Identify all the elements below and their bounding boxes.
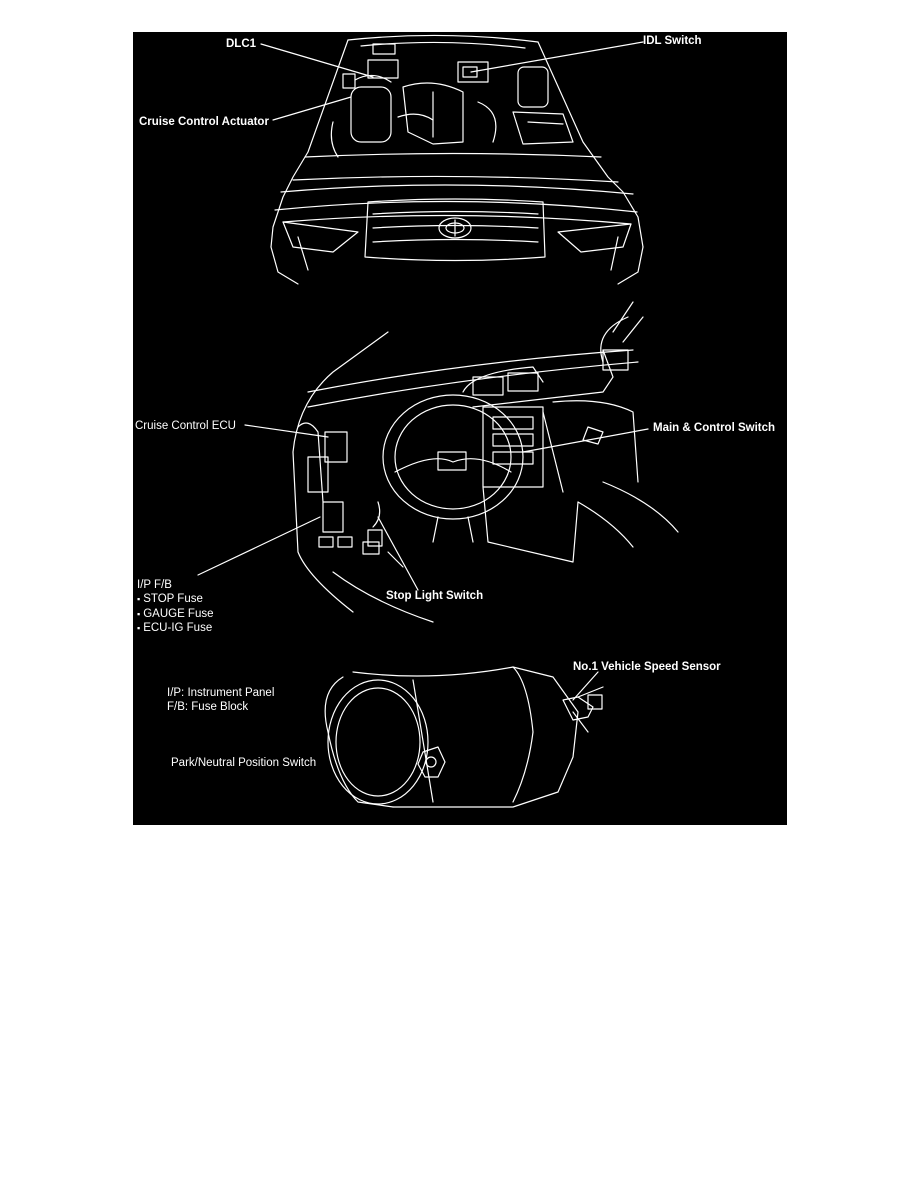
fuse-item: STOP Fuse — [137, 592, 214, 607]
label-stop-light-switch: Stop Light Switch — [386, 590, 484, 602]
line-art — [197, 34, 679, 808]
fuse-item: ECU-IG Fuse — [137, 621, 214, 636]
leader-lines-bottom — [572, 671, 599, 701]
leader-lines-middle — [197, 424, 649, 591]
label-idl-switch: IDL Switch — [643, 35, 702, 47]
legend-fb: F/B: Fuse Block — [167, 701, 249, 713]
engine-compartment-drawing — [270, 34, 644, 285]
label-cruise-control-actuator: Cruise Control Actuator — [139, 116, 269, 128]
legend-ip: I/P: Instrument Panel — [167, 687, 275, 699]
label-main-control-switch: Main & Control Switch — [653, 422, 776, 434]
label-ip-fb: I/P F/B — [137, 579, 172, 591]
cabin-drawing — [292, 301, 679, 623]
label-no1-vehicle-speed-sensor: No.1 Vehicle Speed Sensor — [573, 661, 721, 673]
component-location-diagram: DLC1 IDL Switch Cruise Control Actuator … — [133, 32, 787, 825]
label-park-neutral-position-switch: Park/Neutral Position Switch — [171, 757, 317, 769]
label-cruise-control-ecu: Cruise Control ECU — [135, 420, 236, 432]
fuse-list: STOP Fuse GAUGE Fuse ECU-IG Fuse — [137, 592, 214, 636]
leader-lines-top — [260, 41, 644, 121]
label-dlc1: DLC1 — [226, 38, 257, 50]
fuse-item: GAUGE Fuse — [137, 607, 213, 622]
transmission-drawing — [324, 666, 604, 808]
